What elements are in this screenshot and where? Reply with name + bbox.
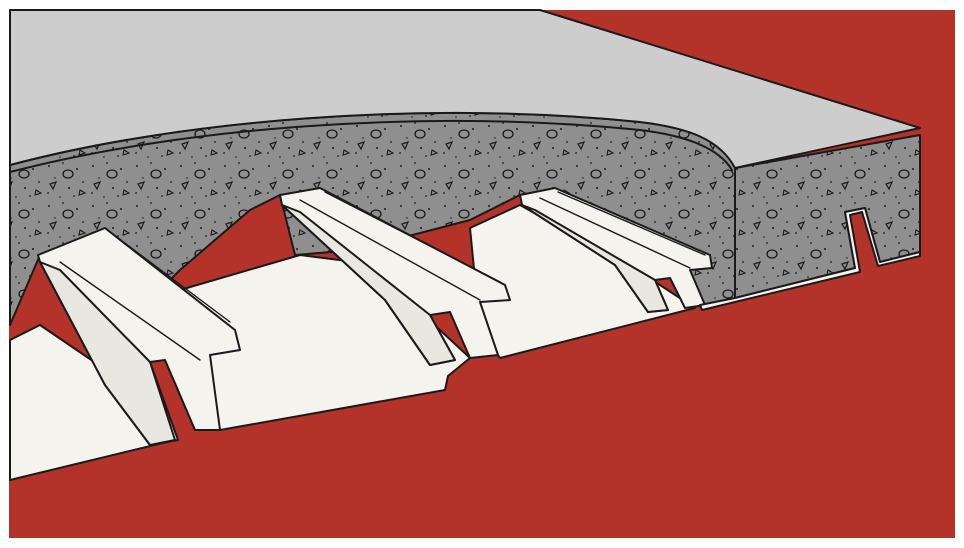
illustration-canvas [0, 0, 964, 548]
composite-floor-drawing [0, 0, 964, 548]
